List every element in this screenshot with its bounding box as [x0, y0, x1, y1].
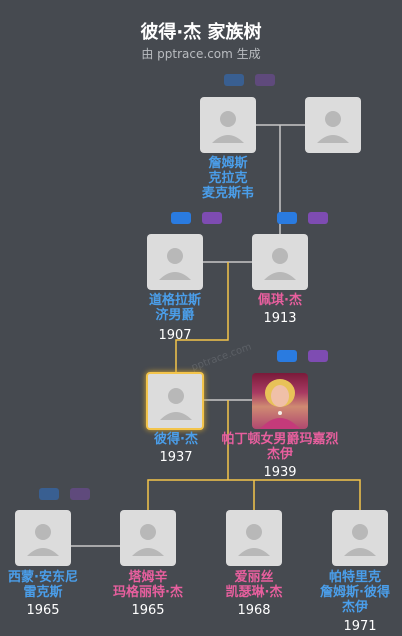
person-silhouette-icon — [264, 248, 296, 280]
person-card-patrick[interactable] — [332, 510, 388, 566]
tag-purple-icon[interactable] — [255, 74, 275, 86]
person-name-peggy[interactable]: 佩琪·杰 — [258, 293, 302, 308]
person-year-tamsin: 1965 — [131, 603, 165, 618]
person-silhouette-icon — [159, 248, 191, 280]
person-year-peggy: 1913 — [263, 311, 297, 326]
person-card-james[interactable] — [200, 97, 256, 153]
person-name-tamsin[interactable]: 塔姆辛玛格丽特·杰 — [113, 570, 183, 600]
person-name-simon[interactable]: 西蒙·安东尼雷克斯 — [8, 570, 78, 600]
portrait-photo-icon — [260, 379, 300, 429]
person-silhouette-icon — [27, 524, 59, 556]
person-card-peggy[interactable] — [252, 234, 308, 290]
tag-blue-icon[interactable] — [171, 212, 191, 224]
tag-purple-icon[interactable] — [70, 488, 90, 500]
person-year-simon: 1965 — [26, 603, 60, 618]
tag-blue-icon[interactable] — [277, 212, 297, 224]
person-name-patrick[interactable]: 帕特里克詹姆斯·彼得杰伊 — [320, 570, 390, 615]
tag-blue-icon[interactable] — [224, 74, 244, 86]
tag-blue-icon[interactable] — [277, 350, 297, 362]
person-year-margaret: 1939 — [263, 465, 297, 480]
person-silhouette-icon — [160, 388, 192, 420]
tag-purple-icon[interactable] — [308, 212, 328, 224]
person-name-alice[interactable]: 爱丽丝凯瑟琳·杰 — [225, 570, 283, 600]
person-silhouette-icon — [238, 524, 270, 556]
tag-blue-icon[interactable] — [39, 488, 59, 500]
person-name-douglas[interactable]: 道格拉斯济男爵 — [148, 293, 201, 323]
tag-purple-icon[interactable] — [308, 350, 328, 362]
person-year-patrick: 1971 — [343, 619, 377, 634]
person-year-peter: 1937 — [159, 450, 193, 465]
person-name-margaret[interactable]: 帕丁顿女男爵玛嘉烈杰伊 — [221, 432, 339, 462]
tag-purple-icon[interactable] — [202, 212, 222, 224]
person-silhouette-icon — [132, 524, 164, 556]
person-card-douglas[interactable] — [147, 234, 203, 290]
person-year-douglas: 1907 — [158, 328, 192, 343]
person-silhouette-icon — [317, 111, 349, 143]
person-card-simon[interactable] — [15, 510, 71, 566]
person-name-james[interactable]: 詹姆斯克拉克麦克斯韦 — [201, 156, 254, 201]
person-year-alice: 1968 — [237, 603, 271, 618]
page-title: 彼得·杰 家族树 — [140, 22, 262, 43]
person-silhouette-icon — [212, 111, 244, 143]
page-subtitle: 由 pptrace.com 生成 — [141, 47, 261, 61]
person-card-peter[interactable] — [146, 372, 204, 430]
person-card-tamsin[interactable] — [120, 510, 176, 566]
person-card-alice[interactable] — [226, 510, 282, 566]
person-name-peter[interactable]: 彼得·杰 — [154, 432, 198, 447]
person-card-james-spouse[interactable] — [305, 97, 361, 153]
person-photo-margaret[interactable] — [252, 373, 308, 429]
person-silhouette-icon — [344, 524, 376, 556]
